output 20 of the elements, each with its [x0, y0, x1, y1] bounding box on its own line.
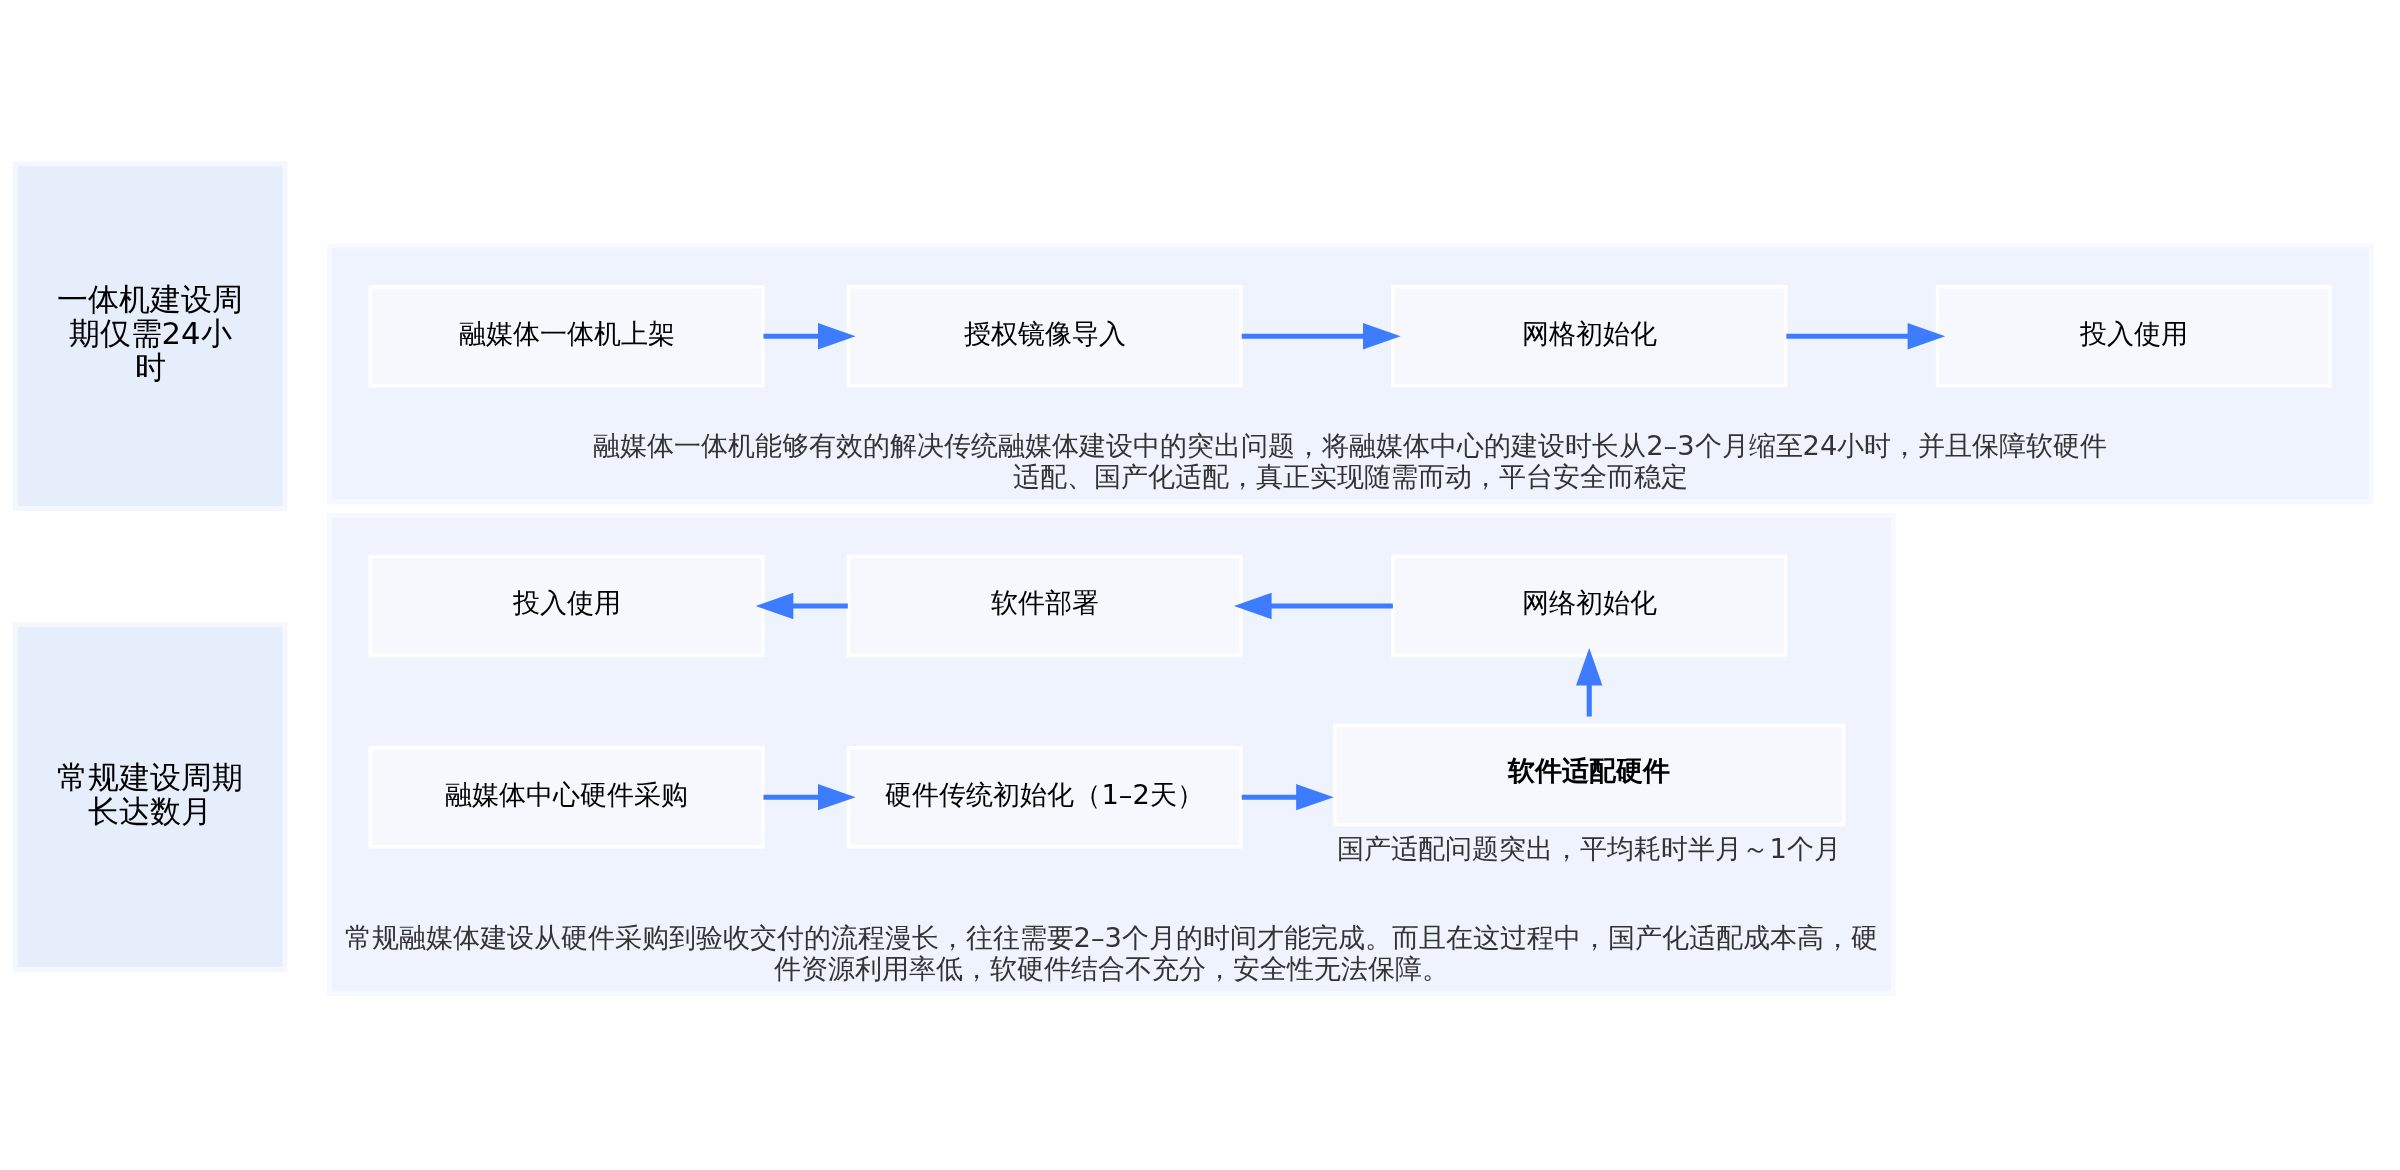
node-box: 融媒体中心硬件采购	[368, 745, 765, 848]
node-box: 一体机建设周期仅需24小时	[12, 160, 288, 511]
node-box: 网格初始化	[1391, 284, 1788, 387]
node-box: 常规建设周期长达数月	[12, 621, 288, 972]
arrow	[763, 322, 856, 349]
node-box: 授权镜像导入	[846, 284, 1243, 387]
node-box: 投入使用	[1935, 284, 2332, 387]
node-box: 硬件传统初始化（1–2天）	[846, 745, 1243, 848]
node-box: 投入使用	[368, 554, 765, 657]
node-label: 国产适配问题突出，平均耗时半月～1个月	[1337, 832, 1841, 864]
node-box: 融媒体一体机上架	[368, 284, 765, 387]
arrow	[1241, 783, 1334, 810]
node-box: 软件部署	[846, 554, 1243, 657]
arrow	[1576, 647, 1603, 717]
arrow	[1233, 592, 1393, 619]
arrow	[763, 783, 856, 810]
arrow	[1786, 322, 1946, 349]
arrow	[1241, 322, 1401, 349]
arrow	[755, 592, 848, 619]
node-box: 网络初始化	[1391, 554, 1788, 657]
